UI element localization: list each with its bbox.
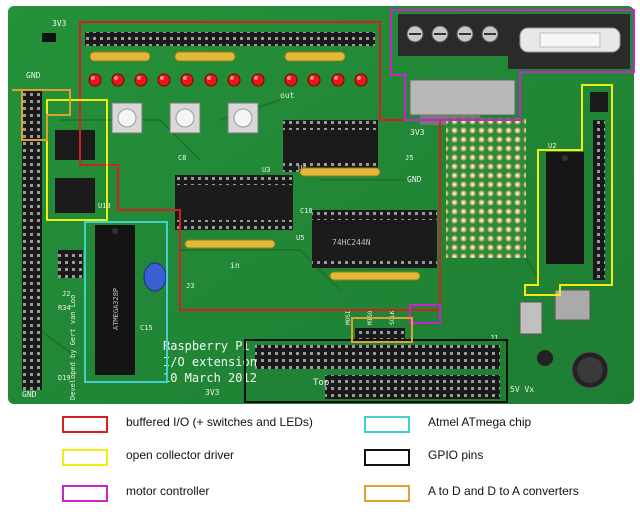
terminal-block: [398, 14, 508, 56]
svg-text:U2: U2: [548, 142, 556, 150]
legend-swatch-yellow: [62, 449, 108, 466]
svg-text:R34: R34: [58, 304, 71, 312]
fuse: [508, 14, 630, 69]
svg-text:C10: C10: [300, 207, 313, 215]
svg-text:D19: D19: [58, 374, 71, 382]
outline-open-collector-left: [46, 99, 108, 221]
svg-text:U10: U10: [98, 202, 111, 210]
svg-text:J1: J1: [490, 334, 498, 342]
outline-open-collector: [524, 84, 613, 296]
svg-text:5V Vx: 5V Vx: [510, 385, 534, 394]
legend-label: Atmel ATmega chip: [428, 415, 532, 429]
svg-text:3V3: 3V3: [410, 128, 425, 137]
legend-swatch-red: [62, 416, 108, 433]
legend-swatch-orange: [364, 485, 410, 502]
board-illustration: 3V3 U10 U4: [8, 6, 635, 404]
board-title-line2: I/O extension: [163, 355, 257, 369]
resistor-network: [284, 51, 346, 62]
legend-label: buffered I/O (+ switches and LEDs): [126, 415, 313, 429]
board-title-line3: 10 March 2012: [163, 371, 257, 385]
legend-label: open collector driver: [126, 448, 235, 462]
buffer-chip-u4: [283, 120, 378, 172]
legend-label: A to D and D to A converters: [428, 484, 579, 498]
dac-chip: [55, 178, 95, 213]
outline-motor-signal: [409, 304, 441, 324]
outline-spi: [351, 317, 413, 343]
open-collector-chip: [546, 152, 584, 264]
capacitor: [143, 262, 167, 292]
svg-text:C15: C15: [140, 324, 153, 332]
adc-chip: [55, 130, 95, 160]
outline-adc-dac: [12, 89, 71, 141]
svg-text:in: in: [230, 261, 240, 270]
svg-text:J5: J5: [405, 154, 413, 162]
right-header: [593, 120, 605, 280]
atmega-chip: [95, 225, 135, 375]
svg-text:out: out: [280, 91, 295, 100]
buffer-chip-u5: [312, 210, 437, 268]
outline-gpio: [244, 339, 508, 403]
outline-buffered-io: [79, 21, 441, 311]
legend-label: motor controller: [126, 484, 210, 498]
gpio-header: [255, 345, 500, 369]
legend-label: GPIO pins: [428, 448, 484, 462]
prototyping-area: [446, 118, 526, 258]
svg-text:ATMEGA328P: ATMEGA328P: [112, 288, 120, 330]
svg-text:J3: J3: [186, 282, 194, 290]
svg-text:74HC244N: 74HC244N: [332, 238, 371, 247]
svg-text:MOSI: MOSI: [345, 310, 352, 325]
svg-text:C8: C8: [178, 154, 186, 162]
left-header: [22, 90, 42, 390]
legend: buffered I/O (+ switches and LEDs) Atmel…: [0, 405, 640, 515]
label-3v3-top: 3V3: [52, 19, 67, 28]
legend-swatch-cyan: [364, 416, 410, 433]
svg-text:GND: GND: [26, 71, 41, 80]
top-header: [85, 32, 375, 46]
svg-text:J2: J2: [62, 290, 70, 298]
svg-text:GND: GND: [22, 390, 37, 399]
svg-text:U5: U5: [296, 234, 304, 242]
outline-atmega: [84, 221, 168, 383]
svg-text:Developed by Gert van Loo: Developed by Gert van Loo: [69, 295, 77, 400]
legend-swatch-black: [364, 449, 410, 466]
svg-text:GND: GND: [407, 175, 422, 184]
svg-text:3V3: 3V3: [205, 388, 220, 397]
legend-swatch-magenta: [62, 485, 108, 502]
buffer-chip-u3: [175, 175, 293, 230]
outline-motor-controller: [390, 9, 635, 121]
resistor-network: [89, 51, 151, 62]
svg-text:Top: Top: [313, 378, 329, 388]
resistor-network: [174, 51, 236, 62]
board-photo: 3V3 U10 U4: [8, 6, 635, 404]
motor-regulator: [409, 79, 516, 116]
svg-text:U3: U3: [262, 166, 270, 174]
board-title-line1: Raspberry Pi: [163, 339, 250, 353]
push-buttons: [111, 102, 259, 134]
